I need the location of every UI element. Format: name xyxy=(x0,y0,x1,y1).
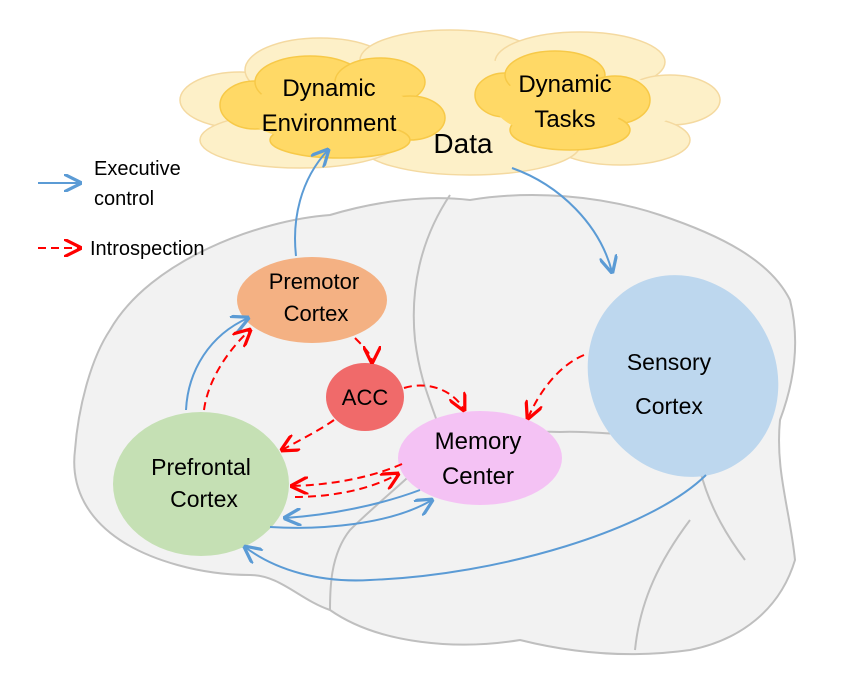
environment-label-line1: Dynamic xyxy=(282,75,375,102)
premotor-cortex-node xyxy=(237,257,387,343)
premotor-to-acc-introspection xyxy=(354,337,372,362)
prefrontal-to-premotor-introspection xyxy=(203,330,250,411)
memory-to-prefrontal-introspection xyxy=(292,463,403,486)
legend: Executive control Introspection xyxy=(38,158,205,260)
sensory-to-prefrontal-arrow xyxy=(245,474,707,582)
prefrontal-to-memory-arrow xyxy=(269,500,432,529)
introspection-legend-label: Introspection xyxy=(90,238,205,260)
acc-to-prefrontal-introspection xyxy=(282,419,335,450)
prefrontal-label-line1: Prefrontal xyxy=(151,454,251,480)
sensory-to-memory-introspection xyxy=(528,354,585,418)
prefrontal-label-line2: Cortex xyxy=(170,486,238,512)
premotor-to-environment-arrow xyxy=(294,150,328,257)
tasks-label-line1: Dynamic xyxy=(518,71,611,98)
prefrontal-cortex-node xyxy=(113,412,289,556)
memory-to-prefrontal-arrow xyxy=(285,489,421,518)
premotor-label-line2: Cortex xyxy=(284,301,349,326)
acc-node xyxy=(326,363,404,431)
sensory-label-line2: Cortex xyxy=(635,393,703,419)
tasks-cloud xyxy=(474,50,651,151)
introspection-arrows xyxy=(203,330,585,498)
tasks-label-line2: Tasks xyxy=(534,106,595,133)
acc-label: ACC xyxy=(342,385,389,410)
executive-legend-label-line1: Executive xyxy=(94,158,181,180)
environment-label-line2: Environment xyxy=(262,110,397,137)
memory-label-line2: Center xyxy=(442,463,514,490)
memory-label-line1: Memory xyxy=(435,428,522,455)
premotor-label-line1: Premotor xyxy=(269,269,359,294)
executive-arrows xyxy=(185,150,707,582)
executive-legend-label-line2: control xyxy=(94,188,154,210)
memory-center-node xyxy=(398,411,562,505)
sensory-cortex-node xyxy=(587,275,779,477)
sensory-label-line1: Sensory xyxy=(627,349,712,375)
data-cloud: Dynamic Environment Dynamic Tasks Data xyxy=(179,29,721,176)
acc-to-memory-introspection xyxy=(403,384,464,410)
data-to-sensory-arrow xyxy=(511,167,612,272)
prefrontal-to-premotor-arrow xyxy=(185,318,248,411)
environment-cloud xyxy=(219,55,446,159)
data-label: Data xyxy=(433,128,493,159)
prefrontal-to-memory-introspection xyxy=(294,474,398,498)
